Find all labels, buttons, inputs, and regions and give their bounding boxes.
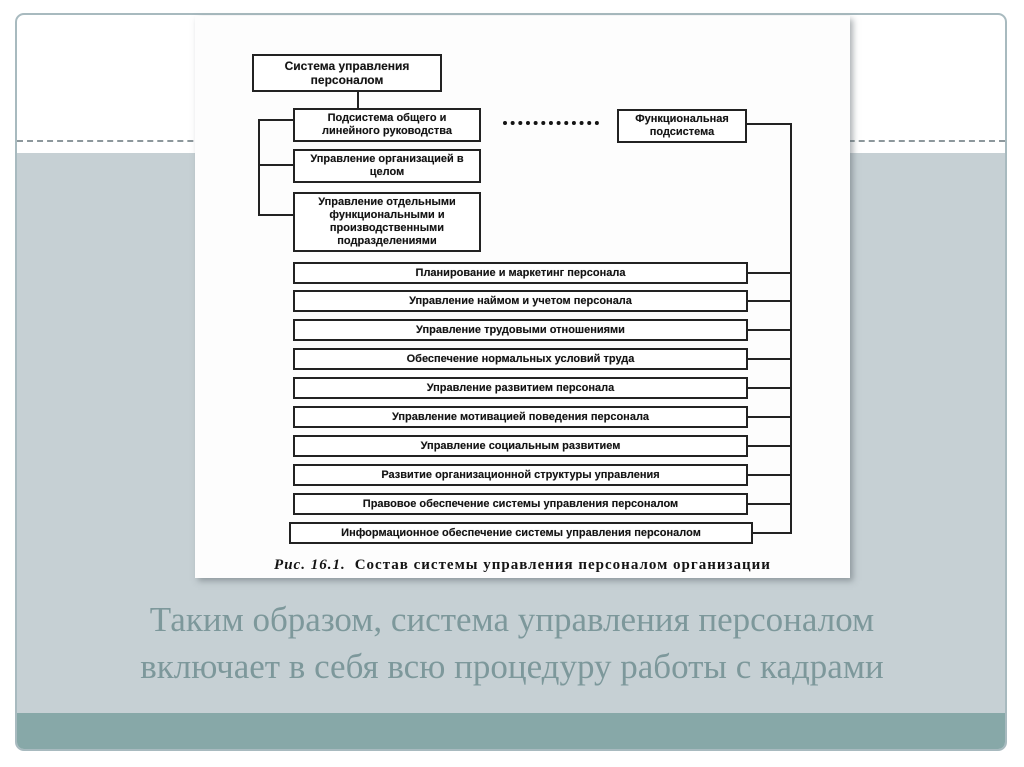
diagram-box-general-subsystem: Подсистема общего и линейного руководств…	[293, 108, 481, 142]
diagram-function-box: Управление трудовыми отношениями	[293, 319, 748, 341]
diagram-function-box: Развитие организационной структуры управ…	[293, 464, 748, 486]
diagram-box-root: Система управления персоналом	[252, 54, 442, 92]
summary-line: включает в себя всю процедуру работы с к…	[140, 646, 884, 686]
connector-line	[748, 329, 790, 331]
diagram-function-box: Обеспечение нормальных условий труда	[293, 348, 748, 370]
connector-line	[748, 503, 790, 505]
connector-line	[747, 123, 790, 125]
diagram-function-box: Управление развитием персонала	[293, 377, 748, 399]
connector-line	[260, 119, 293, 121]
diagram-function-box: Планирование и маркетинг персонала	[293, 262, 748, 284]
diagram-function-box: Правовое обеспечение системы управления …	[293, 493, 748, 515]
diagram-function-box: Управление мотивацией поведения персонал…	[293, 406, 748, 428]
figure-caption-number: Рис. 16.1.	[274, 557, 346, 573]
connector-line	[748, 300, 790, 302]
connector-trunk-line	[790, 123, 792, 534]
connector-line	[753, 532, 790, 534]
connector-line	[748, 387, 790, 389]
connector-line	[258, 119, 260, 216]
diagram-box-left: Управление организацией в целом	[293, 149, 481, 183]
figure-caption: Рис. 16.1. Состав системы управления перс…	[195, 557, 850, 574]
diagram-function-box: Управление социальным развитием	[293, 435, 748, 457]
connector-line	[260, 164, 293, 166]
figure-panel: Система управления персоналом Подсистема…	[195, 16, 850, 578]
connector-line	[748, 474, 790, 476]
connector-line	[260, 214, 293, 216]
summary-text: Таким образом, система управления персон…	[0, 597, 1024, 690]
figure-caption-text: Состав системы управления персоналом орг…	[354, 557, 771, 573]
footer-band	[17, 713, 1005, 749]
connector-line	[748, 416, 790, 418]
diagram-box-left: Управление отдельными функциональными и …	[293, 192, 481, 252]
diagram-function-box: Информационное обеспечение системы управ…	[289, 522, 753, 544]
diagram-box-functional-subsystem: Функциональная подсистема	[617, 109, 747, 143]
summary-line: Таким образом, система управления персон…	[149, 600, 875, 639]
connector-line	[357, 92, 359, 108]
connector-line	[748, 272, 790, 274]
connector-line	[748, 445, 790, 447]
diagram-function-box: Управление наймом и учетом персонала	[293, 290, 748, 312]
dotted-connector	[503, 121, 599, 125]
connector-line	[748, 358, 790, 360]
